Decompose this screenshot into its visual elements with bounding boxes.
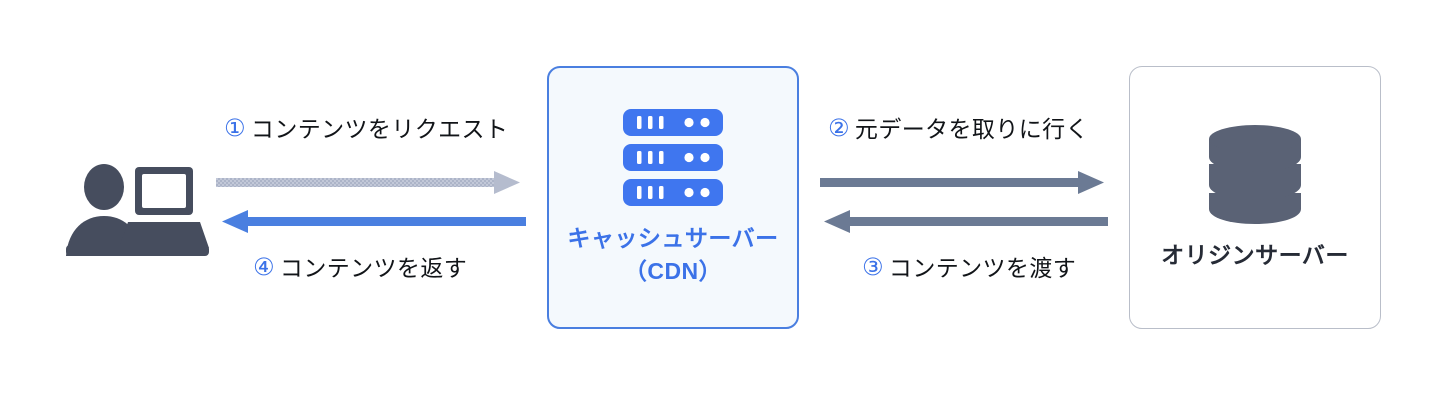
step-number-3: ③	[862, 254, 884, 281]
user-with-laptop-icon	[62, 160, 212, 260]
node-origin-server[interactable]: オリジンサーバー	[1129, 66, 1381, 329]
node-cdn-label-line2: （CDN）	[623, 257, 723, 284]
step-label-3: ③ コンテンツを渡す	[862, 256, 1076, 280]
step-label-2: ② 元データを取りに行く	[828, 117, 1089, 141]
arrow-group-cdn-origin	[820, 168, 1108, 243]
database-cylinder-icon	[1205, 123, 1305, 225]
arrow-step-2	[820, 171, 1104, 194]
arrow-group-user-cdn	[216, 168, 526, 243]
arrow-step-3	[824, 210, 1108, 233]
step-number-2: ②	[828, 115, 850, 142]
step-text-3: コンテンツを渡す	[888, 254, 1077, 281]
step-label-4: ④ コンテンツを返す	[253, 256, 467, 280]
node-origin-label: オリジンサーバー	[1161, 239, 1349, 272]
step-number-1: ①	[224, 115, 246, 142]
step-number-4: ④	[253, 254, 275, 281]
arrow-step-1	[216, 171, 520, 194]
node-cdn-cache-server[interactable]: キャッシュサーバー （CDN）	[547, 66, 799, 329]
node-user	[62, 160, 212, 260]
node-origin-label-line1: オリジンサーバー	[1161, 242, 1349, 269]
step-text-1: コンテンツをリクエスト	[250, 115, 509, 142]
step-label-1: ① コンテンツをリクエスト	[224, 117, 508, 141]
node-cdn-label-line1: キャッシュサーバー	[567, 224, 779, 251]
node-cdn-label: キャッシュサーバー （CDN）	[567, 222, 778, 287]
arrow-step-4	[222, 210, 526, 233]
server-rack-icon	[621, 108, 725, 208]
step-text-4: コンテンツを返す	[279, 254, 468, 281]
step-text-2: 元データを取りに行く	[854, 115, 1089, 142]
